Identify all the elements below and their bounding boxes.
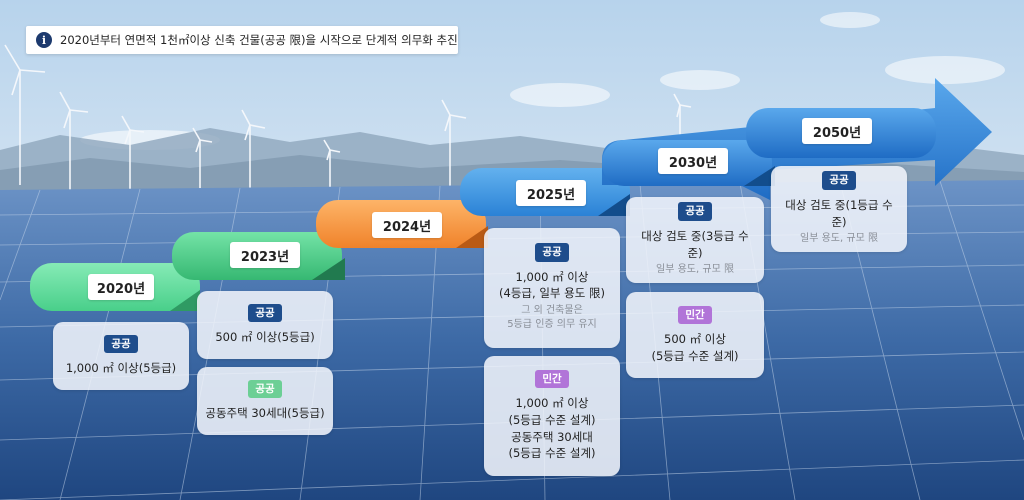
card-text-line4: (5등급 수준 설계) [508,446,596,461]
card-text: 공동주택 30세대(5등급) [205,406,325,421]
policy-note: i 2020년부터 연면적 1천㎡이상 신축 건물(공공 限)을 시작으로 단계… [26,26,458,54]
card-text-line2: (5등급 수준 설계) [651,348,739,363]
badge-public: 공공 [822,171,856,190]
card-2030-private: 민간 500 ㎡ 이상 (5등급 수준 설계) [626,292,764,378]
card-text-line2: (5등급 수준 설계) [508,413,596,428]
card-2023-housing: 공공 공동주택 30세대(5등급) [197,367,333,435]
badge-public: 공공 [535,243,569,262]
card-2025-private: 민간 1,000 ㎡ 이상 (5등급 수준 설계) 공동주택 30세대 (5등급… [484,356,620,476]
card-subtext-line2: 5등급 인증 의무 유지 [507,319,597,331]
year-label-2030: 2030년 [658,148,728,174]
card-text-line2: (4등급, 일부 용도 限) [499,286,605,301]
card-text: 대상 검토 중(1등급 수준) [785,197,893,229]
card-text: 500 ㎡ 이상(5등급) [215,330,315,345]
year-label-2025: 2025년 [516,180,586,206]
card-text-line3: 공동주택 30세대 [511,429,593,444]
card-subtext: 일부 용도, 규모 限 [656,264,734,276]
card-subtext: 일부 용도, 규모 限 [800,233,878,245]
card-2023-public: 공공 500 ㎡ 이상(5등급) [197,291,333,359]
badge-private: 민간 [678,305,712,325]
badge-public: 공공 [248,303,282,323]
year-label-2024: 2024년 [372,212,442,238]
card-2030-public: 공공 대상 검토 중(3등급 수준) 일부 용도, 규모 限 [626,197,764,283]
year-label-2050: 2050년 [802,118,872,144]
year-label-2020: 2020년 [88,274,154,300]
badge-public-housing: 공공 [248,379,282,399]
card-text-line1: 1,000 ㎡ 이상 [515,396,589,411]
card-text: 1,000 ㎡ 이상(5등급) [65,361,177,376]
badge-public: 공공 [678,202,712,221]
policy-note-text: 2020년부터 연면적 1천㎡이상 신축 건물(공공 限)을 시작으로 단계적 … [60,33,458,47]
card-text: 대상 검토 중(3등급 수준) [641,228,749,260]
info-icon: i [36,32,52,48]
card-subtext-line1: 그 외 건축물은 [521,304,583,316]
card-text-line1: 1,000 ㎡ 이상 [515,269,589,284]
badge-private: 민간 [535,369,569,389]
card-text-line1: 500 ㎡ 이상 [664,332,726,347]
year-label-2023: 2023년 [230,242,300,268]
card-2050-public: 공공 대상 검토 중(1등급 수준) 일부 용도, 규모 限 [771,166,907,252]
card-2020-public: 공공 1,000 ㎡ 이상(5등급) [53,322,189,390]
card-2025-public: 공공 1,000 ㎡ 이상 (4등급, 일부 용도 限) 그 외 건축물은 5등… [484,228,620,348]
badge-public: 공공 [104,334,138,354]
